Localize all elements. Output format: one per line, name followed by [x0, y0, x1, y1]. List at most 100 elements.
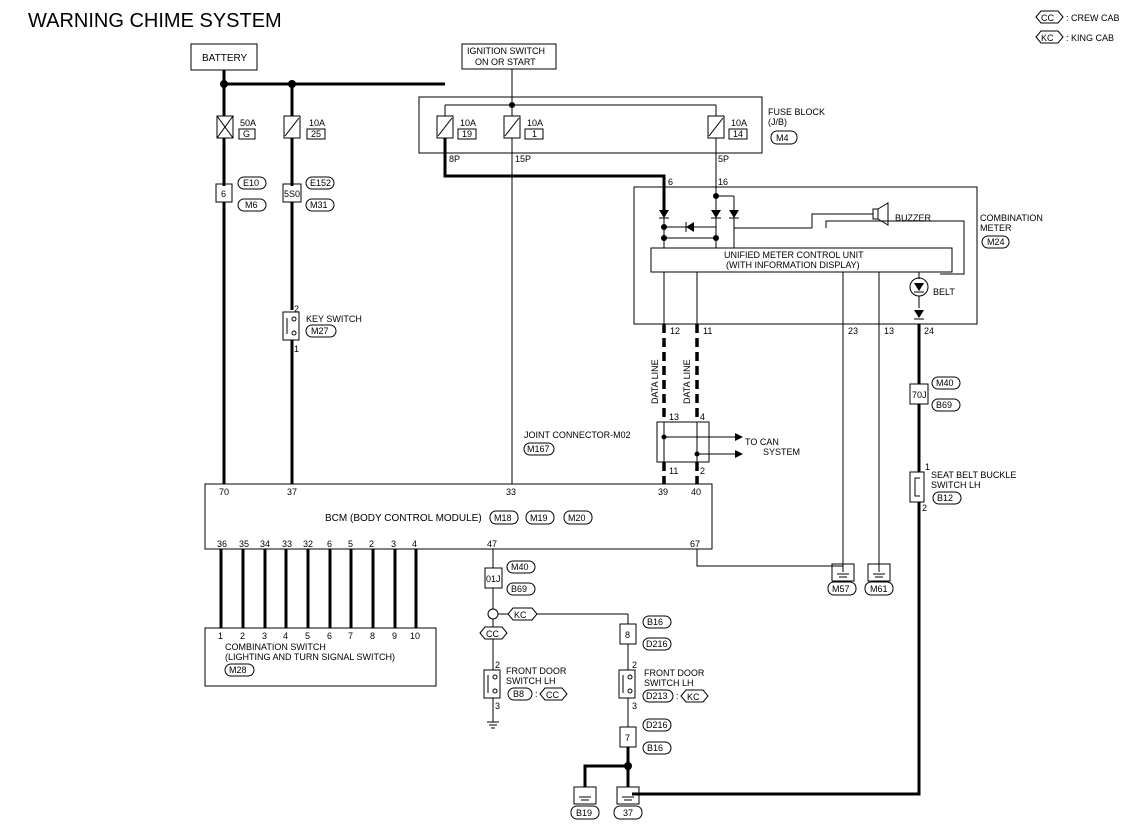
seat-belt-line2: SWITCH LH: [931, 480, 981, 490]
legend-cc-code: CC: [1041, 13, 1054, 23]
buzzer-icon: [872, 208, 879, 220]
connector-5s0-pin: 5S0: [284, 189, 300, 199]
comb-switch-pin-9: 9: [392, 631, 397, 641]
bcm-pin-39: 39: [658, 487, 668, 497]
seat-belt-conn: B12: [937, 493, 953, 503]
meter-pin-12: 12: [670, 326, 680, 336]
bcm-pin-6: 6: [327, 539, 332, 549]
fuse-1-id: 1: [532, 129, 537, 139]
front-door-cc-line2: SWITCH LH: [506, 676, 556, 686]
ignition-line1: IGNITION SWITCH: [467, 46, 545, 56]
fuse-block-line2: (J/B): [768, 117, 787, 127]
bcm-pin-2: 2: [369, 539, 374, 549]
connector-8-pin: 8: [625, 630, 630, 640]
fuse-block-pin-15p: 15P: [515, 154, 531, 164]
battery-label: BATTERY: [202, 53, 248, 64]
comb-switch-pin-1: 1: [218, 631, 223, 641]
data-line-label-2: DATA LINE: [682, 359, 692, 404]
fuse-block-pin-8p: 8P: [449, 154, 460, 164]
bcm-box: [204, 483, 713, 550]
ground-b19: B19: [570, 786, 600, 820]
legend: CC : CREW CAB KC : KING CAB: [1035, 10, 1120, 44]
connector-7-a: D216: [646, 720, 668, 730]
front-door-cc-pin-bottom: 3: [495, 701, 500, 711]
fuse-25-id: 25: [311, 129, 321, 139]
front-door-cc-line1: FRONT DOOR: [506, 666, 567, 676]
bcm-label: BCM (BODY CONTROL MODULE): [325, 513, 482, 524]
combination-switch-box: [204, 627, 437, 687]
key-switch-pin-bottom: 1: [294, 344, 299, 354]
bcm-pin-33: 33: [282, 539, 292, 549]
connector-01j-pin: 01J: [486, 574, 501, 584]
svg-text::: :: [676, 691, 679, 701]
bcm-conn-m20: M20: [568, 513, 586, 523]
joint-connector-conn: M167: [527, 444, 550, 454]
connector-70j-b: B69: [936, 400, 952, 410]
ignition-switch-box: [461, 43, 557, 70]
joint-connector-label: JOINT CONNECTOR-M02: [524, 430, 631, 440]
meter-pin-16: 16: [718, 177, 728, 187]
fuse-block-line1: FUSE BLOCK: [768, 107, 825, 117]
connector-01j-a: M40: [511, 562, 529, 572]
fuse-14-amp: 10A: [731, 118, 747, 128]
front-door-switch-cc-symbol: [483, 669, 501, 699]
fuse-block-pin-5p: 5P: [718, 154, 729, 164]
fuse-14-id: 14: [733, 129, 743, 139]
key-switch-conn: M27: [311, 326, 329, 336]
front-door-kc-conn: D213: [646, 691, 668, 701]
key-switch-label: KEY SWITCH: [306, 314, 362, 324]
front-door-cc-conn: B8: [513, 689, 524, 699]
front-door-kc-line1: FRONT DOOR: [644, 668, 705, 678]
bcm-pin-67: 67: [690, 539, 700, 549]
comb-switch-pin-4: 4: [283, 631, 288, 641]
seat-belt-switch-symbol: [909, 471, 925, 503]
belt-label: BELT: [933, 287, 955, 297]
front-door-kc-pin-bottom: 3: [632, 701, 637, 711]
bcm-pin-40: 40: [691, 487, 701, 497]
joint-pin-4: 4: [700, 412, 705, 422]
connector-6-b: M6: [245, 200, 258, 210]
joint-pin-11: 11: [669, 466, 678, 476]
data-line-label-1: DATA LINE: [650, 359, 660, 404]
combination-meter-label2: METER: [980, 223, 1012, 233]
bcm-pin-47: 47: [487, 539, 497, 549]
front-door-cc-variant: CC: [546, 690, 559, 700]
meter-control-unit-line2: (WITH INFORMATION DISPLAY): [726, 260, 860, 270]
meter-pin-13: 13: [884, 326, 894, 336]
fuse-block-box: [418, 96, 763, 154]
front-door-switch-kc-symbol: [618, 669, 636, 699]
connector-70j-pin: 70J: [912, 390, 927, 400]
ignition-line2: ON OR START: [475, 57, 536, 67]
key-switch-symbol: [282, 311, 300, 341]
ground-m61: M61: [864, 563, 894, 596]
joint-connector-box: [656, 421, 710, 463]
meter-pin-24: 24: [924, 326, 934, 336]
joint-pin-2: 2: [700, 466, 705, 476]
legend-kc-code: KC: [1041, 33, 1054, 43]
connector-6-pin: 6: [221, 189, 226, 199]
front-door-cc-pin-top: 2: [495, 660, 500, 670]
ground-37: 37: [613, 786, 643, 820]
fuse-50a-amp: 50A: [240, 118, 256, 128]
fuse-25-amp: 10A: [309, 118, 325, 128]
combination-meter-label1: COMBINATION: [980, 213, 1043, 223]
front-door-kc-pin-top: 2: [632, 660, 637, 670]
front-door-kc-variant: KC: [687, 692, 700, 702]
comb-switch-pin-10: 10: [410, 631, 420, 641]
bcm-pin-5: 5: [348, 539, 353, 549]
connector-01j-b: B69: [511, 584, 527, 594]
connector-5s0-a: E152: [310, 178, 331, 188]
bcm-pin-33-top: 33: [506, 487, 516, 497]
front-door-kc-line2: SWITCH LH: [644, 678, 694, 688]
bcm-pin-37: 37: [287, 487, 297, 497]
bcm-pin-3: 3: [391, 539, 396, 549]
bcm-pin-70: 70: [219, 487, 229, 497]
connector-6-a: E10: [243, 178, 259, 188]
legend-cc-text: : CREW CAB: [1066, 13, 1120, 23]
bcm-conn-m19: M19: [530, 513, 548, 523]
bcm-conn-m18: M18: [494, 513, 512, 523]
fuse-19-id: 19: [462, 129, 472, 139]
seat-belt-pin-bottom: 2: [922, 503, 927, 513]
connector-8-b: D216: [646, 639, 668, 649]
